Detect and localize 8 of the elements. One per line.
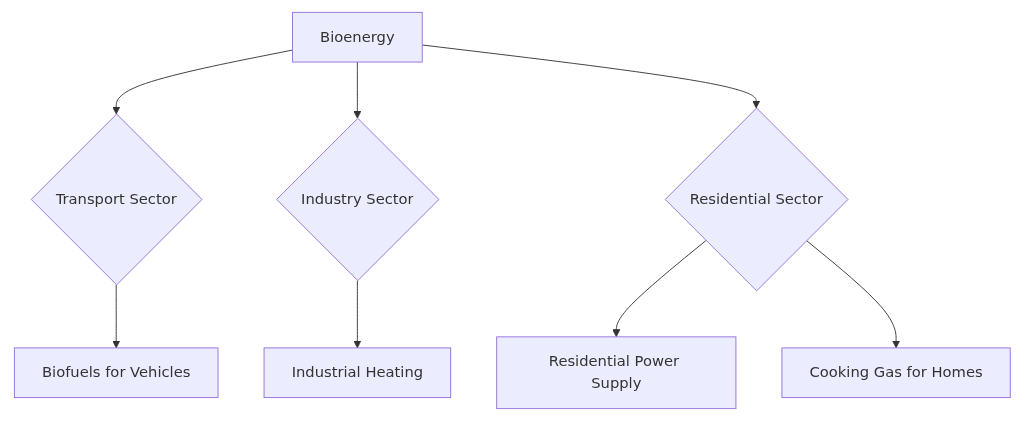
node-box: Industrial Heating xyxy=(263,347,451,399)
node-box: Biofuels for Vehicles xyxy=(13,347,219,399)
node-box: Residential Power Supply xyxy=(495,336,737,410)
node-diamond: Industry Sector xyxy=(275,117,440,282)
node-diamond: Residential Sector xyxy=(664,107,849,292)
node-box: Bioenergy xyxy=(291,11,423,63)
node-diamond: Transport Sector xyxy=(30,113,203,286)
node-box: Cooking Gas for Homes xyxy=(781,347,1011,399)
